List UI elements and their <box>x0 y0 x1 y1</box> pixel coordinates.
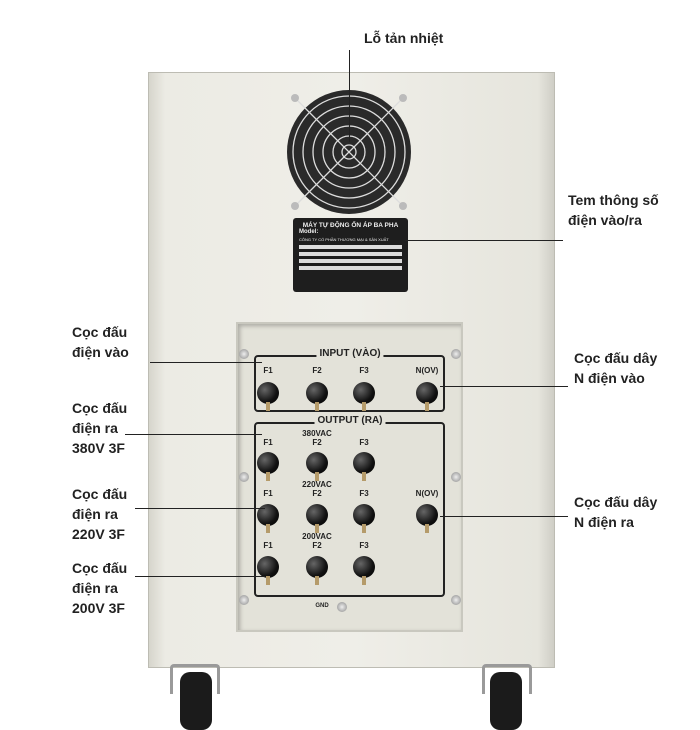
label-380vac: 380VAC <box>299 429 335 438</box>
output-title: OUTPUT (RA) <box>314 415 386 426</box>
leader-line <box>440 516 568 517</box>
output-380-terminal-f2 <box>306 452 328 481</box>
leader-line <box>125 434 262 435</box>
caster-bracket-left <box>170 664 220 694</box>
output-200-terminal-f1 <box>257 556 279 585</box>
input-terminal-f3 <box>353 382 375 411</box>
output-220-phase-label: F2 <box>309 489 325 498</box>
leader-line <box>349 50 350 142</box>
leader-line <box>440 386 568 387</box>
output-380-phase-label: F1 <box>260 438 276 447</box>
output-220-terminal-f1 <box>257 504 279 533</box>
plate-maker: CÔNG TY CỔ PHẦN THƯƠNG MẠI & SẢN XUẤT <box>299 237 389 242</box>
output-220-terminal-f3 <box>353 504 375 533</box>
output-200-terminal-f2 <box>306 556 328 585</box>
output-220-terminal-f2 <box>306 504 328 533</box>
panel-screw <box>451 595 461 605</box>
input-phase-label: F3 <box>356 366 372 375</box>
output-220-phase-label: F3 <box>356 489 372 498</box>
output-200-terminal-f3 <box>353 556 375 585</box>
panel-screw <box>451 472 461 482</box>
annotation-heat-vent: Lỗ tản nhiệt <box>364 30 444 46</box>
gnd-label: GND <box>312 603 332 609</box>
input-terminal-f2 <box>306 382 328 411</box>
panel-screw <box>239 472 249 482</box>
fan-grille-icon <box>287 90 411 214</box>
plate-model: Model: <box>299 229 319 235</box>
output-terminal-n <box>416 504 438 533</box>
output-220-phase-label: F1 <box>260 489 276 498</box>
output-200-phase-label: F3 <box>356 541 372 550</box>
leader-line <box>150 362 262 363</box>
output-380-terminal-f3 <box>353 452 375 481</box>
leader-line <box>135 508 265 509</box>
input-terminal-n <box>416 382 438 411</box>
input-terminal-f1 <box>257 382 279 411</box>
spec-label-plate: MÁY TỰ ĐỘNG ỔN ÁP BA PHA Model: CÔNG TY … <box>293 218 408 292</box>
output-380-phase-label: F3 <box>356 438 372 447</box>
output-neutral-label: N(OV) <box>412 489 442 498</box>
caster-bracket-right <box>482 664 532 694</box>
ground-screw <box>337 602 347 612</box>
input-group <box>254 355 445 412</box>
plate-title: MÁY TỰ ĐỘNG ỔN ÁP BA PHA <box>302 222 399 229</box>
leader-line <box>405 240 563 241</box>
output-380-terminal-f1 <box>257 452 279 481</box>
input-title: INPUT (VÀO) <box>316 348 384 359</box>
leader-line <box>135 576 265 577</box>
label-220vac: 220VAC <box>299 480 335 489</box>
panel-screw <box>239 595 249 605</box>
panel-screw <box>239 349 249 359</box>
output-200-phase-label: F2 <box>309 541 325 550</box>
input-phase-label: F2 <box>309 366 325 375</box>
label-200vac: 200VAC <box>299 532 335 541</box>
caster-wheel-right <box>490 672 522 730</box>
output-200-phase-label: F1 <box>260 541 276 550</box>
input-phase-label: F1 <box>260 366 276 375</box>
output-380-phase-label: F2 <box>309 438 325 447</box>
input-neutral-label: N(OV) <box>412 366 442 375</box>
caster-wheel-left <box>180 672 212 730</box>
panel-screw <box>451 349 461 359</box>
